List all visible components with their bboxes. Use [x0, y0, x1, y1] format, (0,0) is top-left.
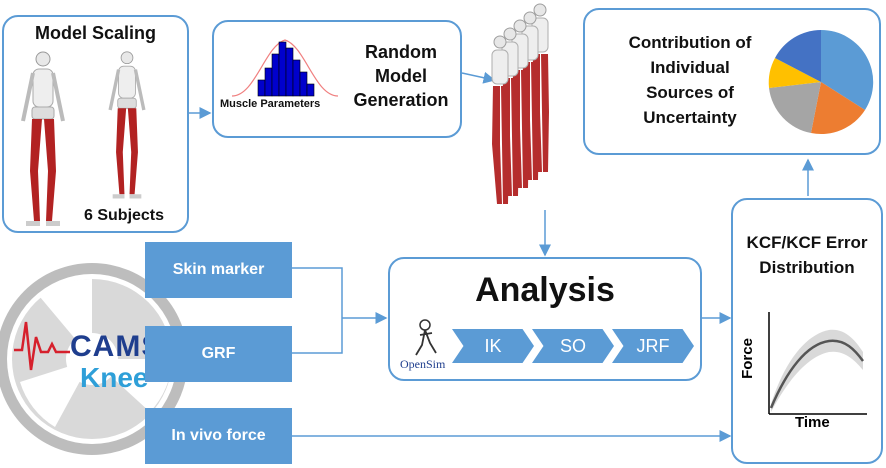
random-model-title-line1: Random: [365, 42, 437, 62]
force-time-plot: [768, 312, 867, 415]
subjects-label: 6 Subjects: [84, 207, 165, 224]
arrow-random-to-stack: [461, 71, 496, 84]
pie-slice-darkblue: [775, 30, 821, 82]
step-ik-label: IK: [484, 335, 502, 356]
skeleton-figure-right: [108, 51, 146, 199]
opensim-logo: [415, 319, 437, 356]
grf-button[interactable]: GRF: [145, 326, 292, 382]
step-so[interactable]: SO: [532, 329, 614, 363]
contribution-title: Contribution of Individual Sources of Un…: [605, 30, 775, 130]
muscle-parameters-label: Muscle Parameters: [220, 98, 321, 110]
step-jrf[interactable]: JRF: [612, 329, 694, 363]
pie-slice-blue: [821, 29, 874, 111]
random-model-box: Muscle Parameters Random Model Generatio…: [212, 20, 462, 138]
contribution-line2: Individual: [650, 58, 730, 77]
pie-slice-orange: [811, 82, 865, 135]
random-model-title: Random Model Generation: [342, 40, 460, 112]
ecg-line: [14, 321, 70, 371]
kcf-title-line2: Distribution: [759, 258, 855, 277]
contribution-line1: Contribution of: [628, 33, 752, 52]
step-jrf-label: JRF: [636, 335, 670, 356]
contribution-line3: Sources of: [646, 83, 734, 102]
kcf-title: KCF/KCF Error Distribution: [733, 230, 881, 280]
skeleton-figure-left: [21, 51, 65, 226]
knee-text: Knee: [80, 362, 149, 393]
analysis-box: Analysis OpenSim IK SO JRF: [388, 257, 702, 381]
uncertainty-pie-chart: [768, 29, 874, 135]
contribution-line4: Uncertainty: [643, 108, 737, 127]
step-ik[interactable]: IK: [452, 329, 534, 363]
analysis-title: Analysis: [475, 271, 615, 309]
model-scaling-box: Model Scaling 6 Subjects: [2, 15, 189, 233]
skeleton-stack-image: [491, 3, 549, 204]
kcf-title-line1: KCF/KCF Error: [746, 233, 868, 252]
line-grf: [292, 318, 343, 354]
in-vivo-force-button[interactable]: In vivo force: [145, 408, 292, 464]
analysis-steps: IK SO JRF: [452, 329, 696, 363]
force-axis-label: Force: [738, 338, 756, 379]
step-so-label: SO: [559, 335, 586, 356]
random-model-title-line2: Model: [375, 66, 427, 86]
opensim-label: OpenSim: [400, 357, 446, 371]
contribution-box: Contribution of Individual Sources of Un…: [583, 8, 881, 155]
random-model-title-line3: Generation: [353, 90, 449, 110]
time-axis-label: Time: [795, 414, 830, 431]
pie-slice-yellow: [768, 58, 821, 88]
skin-marker-button[interactable]: Skin marker: [145, 242, 292, 298]
pie-slice-gray: [769, 82, 821, 133]
model-scaling-title: Model Scaling: [34, 23, 157, 43]
kcf-box: KCF/KCF Error Distribution Force Time: [731, 198, 883, 464]
muscle-parameter-histogram: [231, 39, 339, 97]
line-skin-marker: [292, 267, 343, 318]
